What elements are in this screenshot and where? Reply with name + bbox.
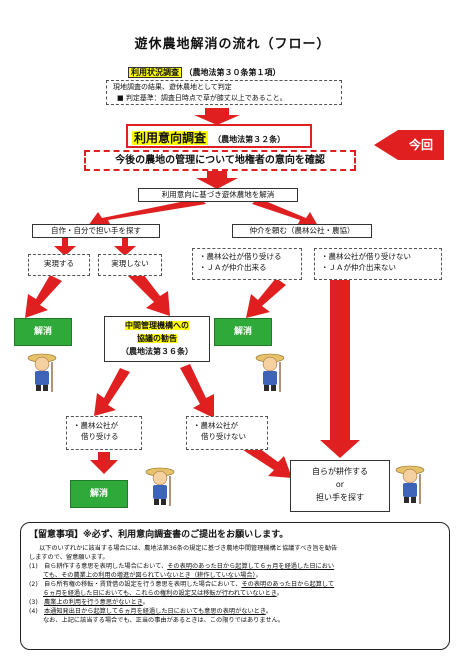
- farmer-icon: [255, 353, 285, 392]
- note-2a: (2) 自ら所有権の移転・賃貸借の設定を行う意思を表明した場合において、その表明…: [29, 580, 441, 589]
- note-1a-underline: その表明のあった日から起算して６ヵ月を経過した日におい: [167, 563, 335, 570]
- corp-no-box: ・農林公社が借り受けない ・ＪＡが仲介出来ない: [314, 248, 442, 280]
- arrow-achieved-resolved: [25, 275, 62, 318]
- note-1b-underline: ても、その農業上の利用の増進が図られていないとき（耕作していない場合）: [43, 572, 256, 579]
- resolved-box-1: 解消: [14, 318, 72, 346]
- recommend-line3: （農地法第３６条）: [121, 347, 193, 356]
- survey-box: 現地調査の結果、遊休農地として判定 ■ 判定基準：調査日時点で草が膝丈以上である…: [106, 80, 342, 105]
- achieved-box: 実現する: [28, 254, 90, 276]
- arrow-survey-intent: [194, 108, 240, 125]
- arrow-branch-left: [88, 198, 206, 228]
- borrow-no-line1: ・農林公社が: [193, 421, 238, 430]
- borrow-no-line2: 借り受けない: [201, 432, 246, 441]
- konkai-label: 今回: [408, 138, 433, 152]
- arrow-recommend-borrowno: [180, 364, 214, 418]
- arrow-corpyes-resolved: [246, 278, 286, 318]
- survey-ref: （農地法第３０条第１項）: [184, 68, 281, 77]
- survey-line2: ■ 判定基準：調査日時点で草が膝丈以上であること。: [117, 94, 287, 102]
- note-2a-text: (2) 自ら所有権の移転・賃貸借の設定を行う意思を表明した場合において、: [29, 581, 242, 588]
- borrow-yes-line1: ・農林公社が: [73, 421, 118, 430]
- intent-survey-ref: （農地法第３２条）: [213, 135, 286, 144]
- farmer-icon: [395, 465, 425, 504]
- note-2a-underline: その表明のあった日から起算して: [241, 581, 335, 588]
- self-box: 自作・自分で担い手を探す: [32, 224, 160, 238]
- arrow-branch-right: [252, 198, 318, 228]
- note-1b: ても、その農業上の利用の増進が図られていないとき（耕作していない場合）。: [29, 571, 441, 580]
- note-4-underline: 本通知発出日から起算して６ヵ月を経過した日においても意思の表明がないとき: [43, 608, 266, 615]
- note-1a: (1) 自ら耕作する意思を表明した場合において、その表明のあった日から起算して６…: [29, 562, 441, 571]
- resolve-based-box: 利用意向に基づき遊休農地を解消: [138, 188, 298, 202]
- survey-heading: 利用状況調査: [128, 67, 182, 78]
- note-4-text: (4): [29, 608, 44, 615]
- corp-yes-line2: ・ＪＡが仲介出来る: [199, 263, 267, 272]
- farm-self-line3: 担い手を探す: [316, 493, 364, 502]
- confirm-box: 今後の農地の管理について地権者の意向を確認: [84, 150, 356, 171]
- note-2b-underline: ６ヵ月を経過した日においても、これらの権利の設定又は移転が行われていないとき: [43, 590, 277, 597]
- corp-no-line2: ・ＪＡが仲介出来ない: [321, 263, 396, 272]
- resolved-box-3: 解消: [70, 480, 128, 508]
- survey-line1: 現地調査の結果、遊休農地として判定: [113, 83, 232, 91]
- borrow-no-box: ・農林公社が 借り受けない: [186, 416, 268, 450]
- arrow-recommend-borrowyes: [94, 368, 130, 416]
- intent-survey-box: 利用意向調査 （農地法第３２条）: [126, 124, 312, 148]
- note-3-underline: 農業上の利用を行う意思がないとき: [43, 599, 143, 606]
- notes-heading: 【留意事項】※必ず、利用意向調査書のご提出をお願いします。: [29, 530, 289, 540]
- notes-panel: 【留意事項】※必ず、利用意向調査書のご提出をお願いします。 以下のいずれかに該当…: [20, 522, 450, 650]
- note-3-post: 。: [142, 599, 149, 606]
- note-1a-text: (1) 自ら耕作する意思を表明した場合において、: [29, 563, 168, 570]
- notes-intro1: 以下のいずれかに該当する場合には、農地法第36条の規定に基づき農地中間管理機構と…: [39, 545, 338, 552]
- note-3: (3) 農業上の利用を行う意思がないとき。: [29, 598, 441, 607]
- intermediary-box: 仲介を頼む（農林公社・農協）: [232, 224, 372, 238]
- page-title: 遊休農地解消の流れ（フロー）: [134, 37, 331, 52]
- arrow-self-notachieved: [114, 238, 136, 256]
- recommend-line2: 協議の勧告: [137, 334, 177, 343]
- note-1b-text: 。: [255, 572, 262, 579]
- note-4-post: 。: [265, 608, 272, 615]
- arrow-corpno-farmself: [320, 280, 360, 458]
- intent-survey-heading: 利用意向調査: [132, 131, 209, 145]
- note-2b-text: 。: [276, 590, 283, 597]
- corp-yes-box: ・農林公社が借り受ける ・ＪＡが仲介出来る: [192, 248, 302, 280]
- farm-self-line2: or: [335, 480, 345, 489]
- corp-no-line1: ・農林公社が借り受けない: [321, 252, 411, 261]
- farmer-icon: [145, 467, 175, 506]
- farmer-icon: [27, 353, 57, 392]
- borrow-yes-line2: 借り受ける: [81, 432, 119, 441]
- farm-self-box: 自らが耕作する or 担い手を探す: [290, 460, 390, 512]
- note-2b: ６ヵ月を経過した日においても、これらの権利の設定又は移転が行われていないとき。: [29, 589, 441, 598]
- arrow-self-achieved: [54, 238, 76, 256]
- farm-self-line1: 自らが耕作する: [312, 467, 368, 476]
- note-4: (4) 本通知発出日から起算して６ヵ月を経過した日においても意思の表明がないとき…: [29, 607, 441, 616]
- notes-closing: なお、上記に該当する場合でも、正当の事由があるときは、この限りではありません。: [43, 617, 284, 624]
- note-3-text: (3): [29, 599, 44, 606]
- recommend-line1: 中間管理機構への: [125, 321, 189, 330]
- arrow-notachieved-recommend: [128, 270, 170, 316]
- survey-heading-row: 利用状況調査 （農地法第３０条第１項）: [128, 66, 328, 79]
- arrow-confirm-resolve: [196, 170, 238, 189]
- corp-yes-line1: ・農林公社が借り受ける: [199, 252, 282, 261]
- resolved-box-2: 解消: [214, 318, 272, 346]
- recommend-box: 中間管理機構への 協議の勧告 （農地法第３６条）: [104, 316, 210, 362]
- arrow-borrowyes-resolved: [90, 452, 118, 474]
- not-achieved-box: 実現しない: [98, 254, 162, 276]
- borrow-yes-box: ・農林公社が 借り受ける: [66, 416, 142, 450]
- notes-intro2: しますので、留意願います。: [29, 554, 109, 561]
